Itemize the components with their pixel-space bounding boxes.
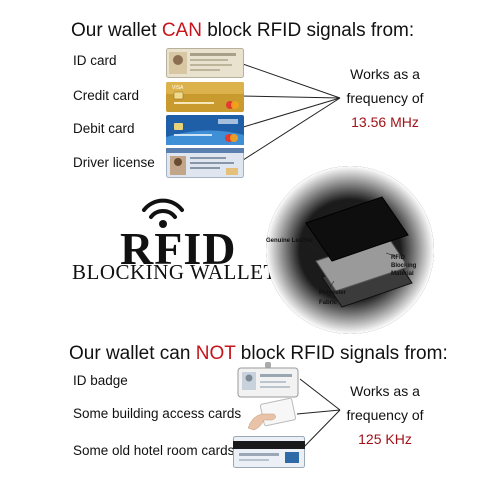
connector-line	[296, 409, 341, 415]
frequency-line2: frequency of	[346, 407, 424, 423]
svg-text:VISA: VISA	[172, 85, 184, 91]
driver-license-image	[166, 148, 244, 178]
frequency-line1: Works as a	[350, 383, 420, 399]
wireless-signal-icon	[142, 198, 184, 228]
heading-emphasis: NOT	[195, 343, 236, 364]
item-label-debit-card: Debit card	[73, 121, 135, 136]
connector-line	[299, 409, 341, 452]
heading-suffix: block RFID signals from:	[201, 20, 415, 41]
layer-label-polyester: Polyester Fabric	[319, 290, 347, 306]
id-card-image	[166, 48, 244, 78]
can-heading: Our wallet CAN block RFID signals from:	[71, 20, 414, 42]
access-card-image	[247, 398, 296, 431]
frequency-line2: frequency of	[346, 90, 424, 106]
frequency-line1: Works as a	[350, 66, 420, 82]
hotel-room-card-image	[233, 436, 305, 468]
frequency-value: 13.56 MHz	[351, 114, 419, 130]
heading-emphasis: CAN	[161, 20, 202, 41]
id-badge-image	[237, 362, 299, 398]
cannot-heading: Our wallet can NOT block RFID signals fr…	[69, 343, 448, 365]
layer-label-leather: Genuine Leather	[266, 238, 314, 244]
frequency-value: 125 KHz	[358, 431, 412, 447]
credit-card-image: VISA	[166, 82, 244, 112]
cannot-frequency-block: Works as a frequency of 125 KHz	[343, 379, 427, 451]
layer-label-rfid-material: RFID Blocking Material	[391, 255, 417, 277]
connector-line	[299, 378, 341, 411]
connector-line	[239, 97, 341, 163]
rfid-logo-title: RFID	[120, 223, 237, 274]
connector-line	[239, 62, 341, 99]
wallet-layers-diagram	[266, 166, 434, 334]
debit-card-image	[166, 115, 244, 145]
heading-prefix: Our wallet	[71, 20, 162, 41]
item-label-building-access-cards: Some building access cards	[73, 406, 242, 421]
item-label-id-badge: ID badge	[73, 373, 128, 388]
connector-line	[239, 95, 341, 99]
item-label-driver-license: Driver license	[73, 155, 155, 170]
connector-line	[239, 97, 341, 129]
can-frequency-block: Works as a frequency of 13.56 MHz	[343, 62, 427, 134]
item-label-credit-card: Credit card	[73, 88, 140, 103]
item-label-hotel-room-cards: Some old hotel room cards	[73, 443, 235, 458]
heading-prefix: Our wallet can	[69, 343, 196, 364]
heading-suffix: block RFID signals from:	[235, 343, 448, 364]
rfid-logo-subtitle: BLOCKING WALLET	[72, 260, 277, 284]
item-label-id-card: ID card	[73, 53, 117, 68]
leather-layer	[305, 196, 409, 262]
